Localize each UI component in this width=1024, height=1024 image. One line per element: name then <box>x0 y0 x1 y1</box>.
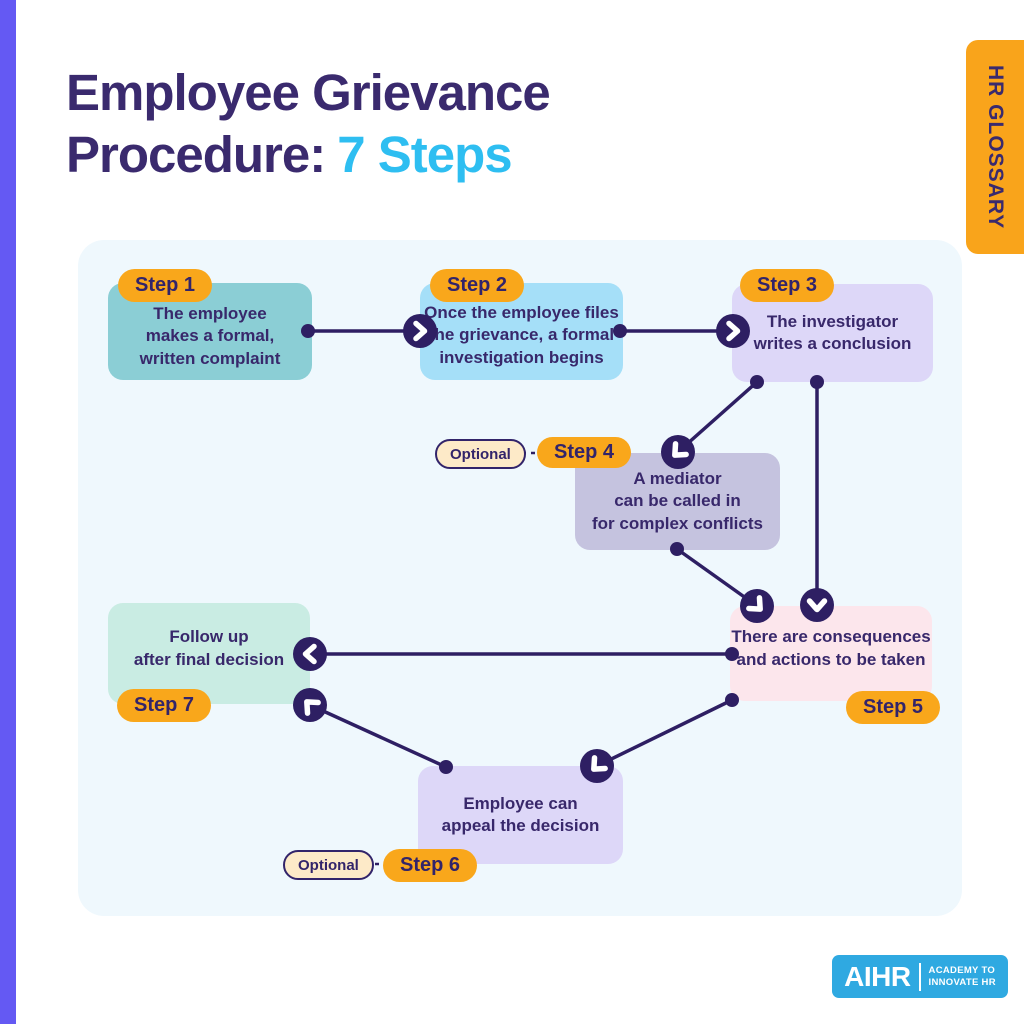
optional-badge-step4: Optional <box>435 439 526 469</box>
title-highlight: 7 Steps <box>337 126 512 183</box>
step-3-badge: Step 3 <box>740 269 835 302</box>
connector-step3-step5 <box>810 375 824 605</box>
connector-step2-step3 <box>613 324 733 338</box>
step-6-box: Employee can appeal the decision <box>418 766 623 864</box>
title-line1: Employee Grievance <box>66 64 551 121</box>
step-7-badge: Step 7 <box>117 689 212 722</box>
step-2-badge: Step 2 <box>430 269 525 302</box>
title-line2-prefix: Procedure: <box>66 126 326 183</box>
optional-badge-step6: Optional <box>283 850 374 880</box>
step-5-box: There are consequences and actions to be… <box>730 606 932 701</box>
step-7-box: Follow up after final decision <box>108 603 310 704</box>
step-5-text: There are consequences and actions to be… <box>731 627 931 669</box>
step-6-badge: Step 6 <box>383 849 478 882</box>
arrow-down-icon <box>800 588 834 622</box>
aihr-logo-tagline: ACADEMY TO INNOVATE HR <box>929 965 996 989</box>
left-accent-bar <box>0 0 16 1024</box>
step-4-box: A mediator can be called in for complex … <box>575 453 780 550</box>
step-1-box: The employee makes a formal, written com… <box>108 283 312 380</box>
step-4-text: A mediator can be called in for complex … <box>592 468 763 533</box>
step-3-text: The investigator writes a conclusion <box>753 311 912 353</box>
tagline-line1: ACADEMY TO <box>928 964 996 976</box>
arrow-down-left-icon <box>580 749 614 783</box>
step-5-badge: Step 5 <box>846 691 941 724</box>
arrow-left-icon <box>293 637 327 671</box>
step-1-badge: Step 1 <box>118 269 213 302</box>
page-title: Employee Grievance Procedure:7 Steps <box>66 62 551 186</box>
arrow-right-icon <box>716 314 750 348</box>
hr-glossary-badge: HR GLOSSARY <box>966 40 1024 254</box>
arrow-down-left-icon <box>661 435 695 469</box>
step-6-text: Employee can appeal the decision <box>441 793 600 835</box>
aihr-logo: AIHR ACADEMY TO INNOVATE HR <box>832 955 1008 998</box>
step-1-text: The employee makes a formal, written com… <box>139 303 281 368</box>
step-2-text: Once the employee files the grievance, a… <box>424 302 619 367</box>
connector-step6-step7 <box>309 703 453 774</box>
connector-step5-step7 <box>310 647 739 661</box>
logo-divider <box>918 962 921 991</box>
connector-step5-step6 <box>596 693 739 768</box>
step-2-box: Once the employee files the grievance, a… <box>420 283 623 380</box>
tagline-line2: INNOVATE HR <box>928 976 996 988</box>
connector-step1-step2 <box>301 324 420 338</box>
step-3-box: The investigator writes a conclusion <box>732 284 933 382</box>
step-4-badge: Step 4 <box>537 437 632 468</box>
arrow-up-left-icon <box>293 688 327 722</box>
arrow-right-icon <box>403 314 437 348</box>
aihr-logo-brand: AIHR <box>844 960 911 992</box>
connector-step3-step4 <box>676 375 764 454</box>
step-7-text: Follow up after final decision <box>133 627 285 669</box>
arrow-down-right-icon <box>740 589 774 623</box>
